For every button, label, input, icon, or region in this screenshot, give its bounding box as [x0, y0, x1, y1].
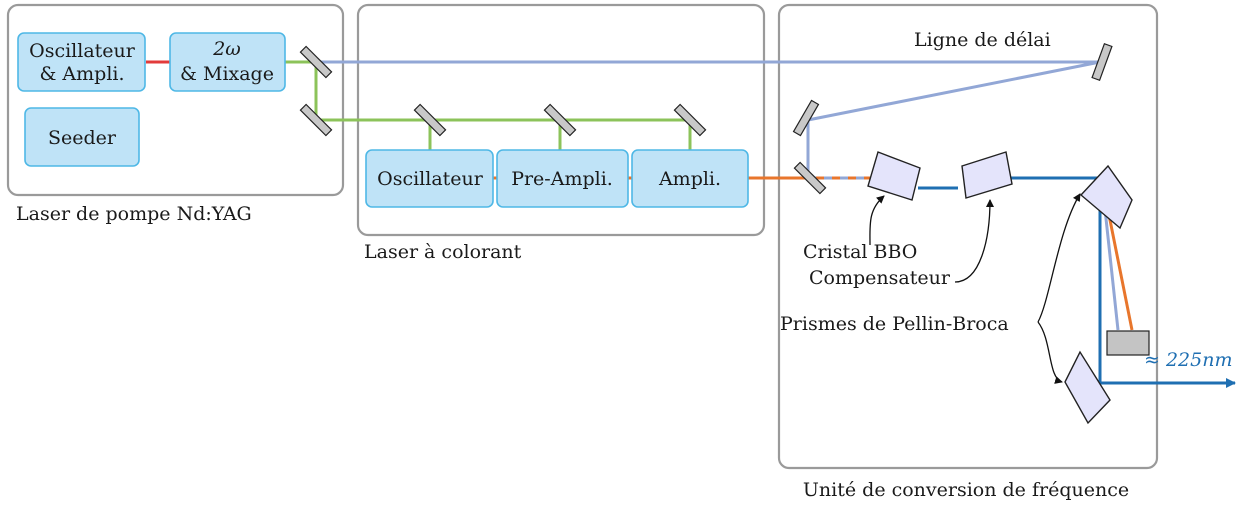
- mirror-green-preampli: [543, 103, 577, 137]
- pump-laser-frame: [6, 3, 345, 197]
- conversion-unit-caption: Unité de conversion de fréquence: [803, 479, 1129, 501]
- bbo-label: Cristal BBO: [803, 241, 917, 263]
- output-wavelength-label: ≈ 225nm: [1144, 349, 1232, 371]
- seeder-label: Seeder: [48, 127, 117, 149]
- prisms-callout-lower: [1037, 321, 1063, 384]
- prisms-label: Prismes de Pellin-Broca: [780, 313, 1009, 335]
- mirror-pump-down: [299, 103, 333, 137]
- dye-oscillator-label: Oscillateur: [377, 168, 484, 190]
- dye-laser-caption: Laser à colorant: [364, 241, 522, 263]
- mixing-line1: 2ω: [212, 38, 241, 60]
- prisms-callout-upper: [1037, 193, 1081, 323]
- mirror-beam-combiner: [793, 161, 827, 195]
- conversion-unit-frame: [777, 3, 1159, 470]
- delay-line-label: Ligne de délai: [914, 29, 1051, 51]
- orange-residual-beam: [1104, 199, 1134, 331]
- mixing-line2: & Mixage: [180, 63, 274, 85]
- pre-amplifier-label: Pre-Ampli.: [511, 168, 613, 190]
- mirror-pump-out: [299, 45, 333, 79]
- purple-residual-beam: [1102, 199, 1120, 331]
- mixing-box: [169, 32, 286, 92]
- beam-dump: [1106, 330, 1150, 356]
- purple-beam-return: [807, 60, 1101, 122]
- oscillator-amplifier-line2: & Ampli.: [39, 63, 124, 85]
- dye-oscillator-box: [365, 149, 494, 208]
- compensator-callout: [954, 199, 994, 283]
- compensator-label: Compensateur: [809, 267, 951, 289]
- bbo-callout: [869, 195, 885, 246]
- bbo-crystal: [867, 151, 921, 201]
- amplifier-label: Ampli.: [658, 168, 721, 190]
- pre-amplifier-box: [496, 149, 629, 208]
- pump-laser-caption: Laser de pompe Nd:YAG: [16, 203, 252, 225]
- pellin-broca-prism-upper: [1079, 164, 1133, 230]
- oscillator-amplifier-line1: Oscillateur: [29, 40, 136, 62]
- pellin-broca-prism-lower: [1064, 350, 1111, 425]
- mirror-delay-return: [792, 99, 820, 137]
- mirror-delay-line: [1091, 42, 1113, 82]
- amplifier-box: [631, 149, 749, 208]
- mirror-green-ampli: [673, 103, 707, 137]
- mirror-green-osc: [413, 103, 447, 137]
- compensator-crystal: [961, 151, 1013, 199]
- seeder-box: [24, 107, 140, 167]
- oscillator-amplifier-box: [17, 32, 146, 92]
